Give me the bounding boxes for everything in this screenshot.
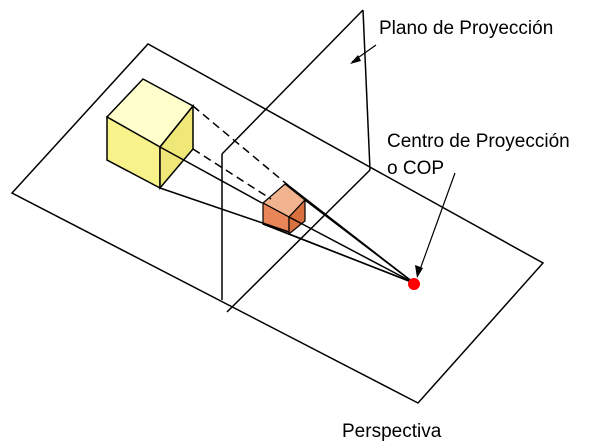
center-of-projection-label: Centro de Proyección xyxy=(387,131,570,152)
object-cube xyxy=(105,78,195,191)
projected-cube-right xyxy=(288,198,306,236)
cop-point xyxy=(408,278,420,290)
projection-plane-label: Plano de Proyección xyxy=(379,18,554,39)
cop-pointer-arrow xyxy=(415,172,456,278)
cop-abbreviation-label: o COP xyxy=(387,158,445,179)
projector-lines-dashed xyxy=(192,105,290,200)
ground-plane xyxy=(10,43,545,404)
diagram-caption: Perspectiva xyxy=(342,421,442,442)
plane-pointer-arrow xyxy=(350,44,377,64)
projection-plane xyxy=(221,9,371,313)
projector-lines-solid xyxy=(159,146,415,284)
